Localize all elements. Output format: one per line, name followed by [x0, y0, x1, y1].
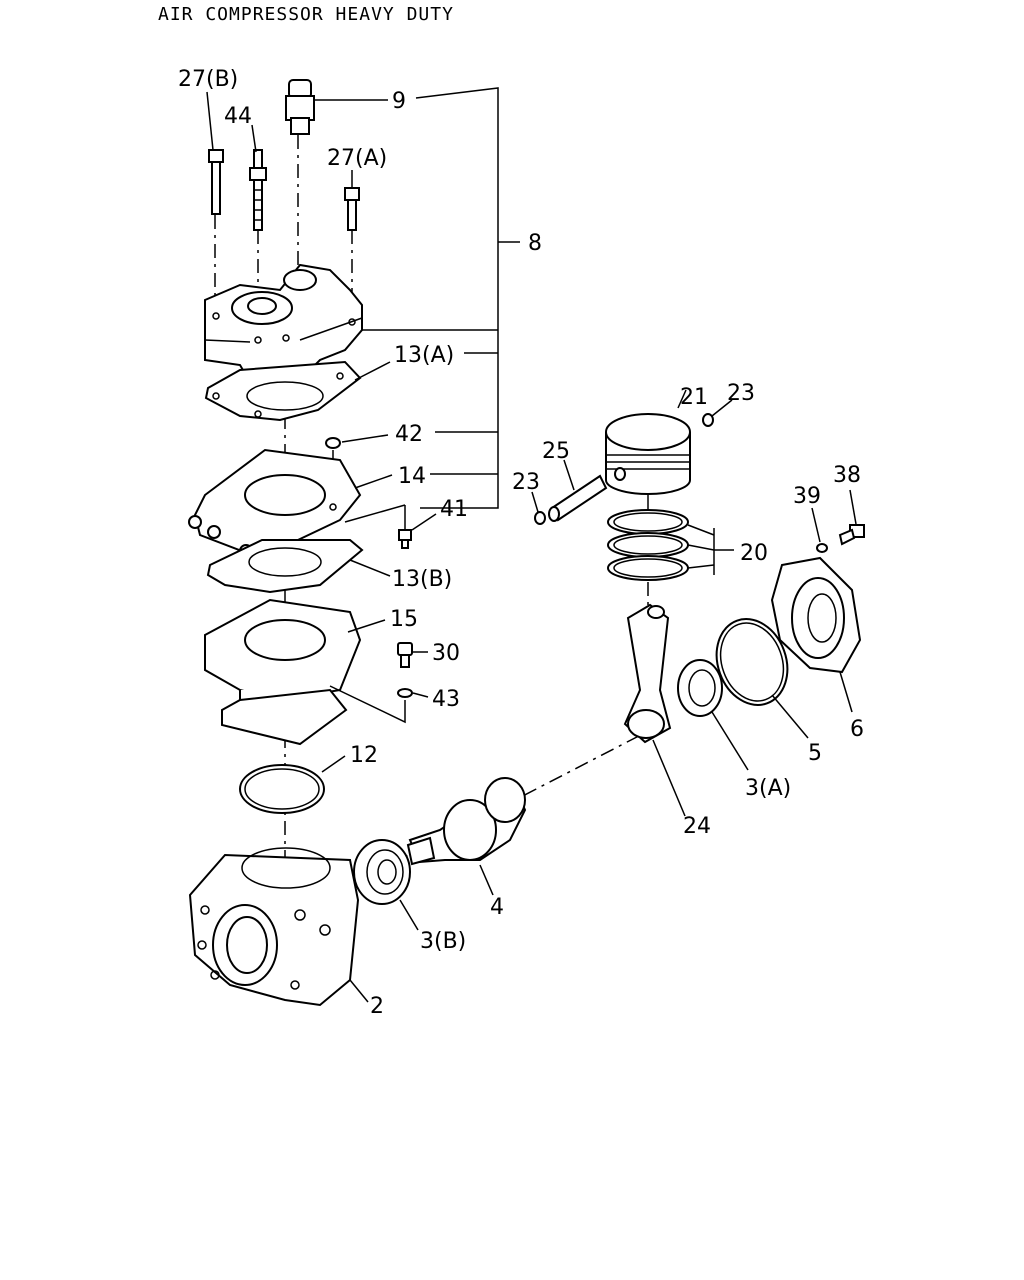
- gasket-13b-part: [206, 539, 364, 594]
- label-27b: 27(B): [178, 67, 238, 92]
- piston-21-part: [605, 413, 691, 495]
- bolt-30-part: [397, 642, 413, 668]
- bolt-38-part: [838, 524, 865, 546]
- washer-43-part: [397, 688, 413, 698]
- label-41: 41: [440, 497, 468, 522]
- cylinder-15-part: [204, 598, 362, 746]
- label-12: 12: [350, 743, 378, 768]
- label-3a: 3(A): [745, 776, 791, 801]
- label-14: 14: [398, 464, 426, 489]
- crankshaft-4-part: [406, 777, 527, 866]
- label-15: 15: [390, 607, 418, 632]
- label-20: 20: [740, 541, 768, 566]
- gasket-13a-part: [204, 360, 362, 422]
- screw-41-part: [398, 529, 412, 549]
- label-3b: 3(B): [420, 929, 466, 954]
- label-9: 9: [392, 89, 406, 114]
- label-30: 30: [432, 641, 460, 666]
- label-2: 2: [370, 994, 384, 1019]
- piston-rings-20-part: [607, 509, 689, 581]
- o-ring-5-part: [715, 618, 789, 706]
- label-4: 4: [490, 895, 504, 920]
- diagram-title: AIR COMPRESSOR HEAVY DUTY: [158, 4, 454, 25]
- washer-42-part: [325, 437, 341, 449]
- label-6: 6: [850, 717, 864, 742]
- label-42: 42: [395, 422, 423, 447]
- label-24: 24: [683, 814, 711, 839]
- snap-ring-23-top-part: [702, 413, 714, 427]
- bolt-27a-part: [344, 187, 360, 231]
- label-8: 8: [528, 231, 542, 256]
- bolt-27b-part: [208, 149, 224, 215]
- bearing-3a-part: [677, 659, 723, 717]
- piston-pin-25-part: [548, 474, 608, 522]
- crankcase-2-part: [188, 847, 360, 1007]
- label-43: 43: [432, 687, 460, 712]
- label-38: 38: [833, 463, 861, 488]
- end-cover-6-part: [770, 556, 862, 674]
- label-21: 21: [680, 385, 708, 410]
- label-13a: 13(A): [394, 343, 454, 368]
- snap-ring-23-left-part: [534, 511, 546, 525]
- label-23-left: 23: [512, 470, 540, 495]
- label-23-top: 23: [727, 381, 755, 406]
- label-13b: 13(B): [392, 567, 452, 592]
- o-ring-12-part: [239, 764, 325, 814]
- bearing-3b-part: [353, 839, 411, 905]
- label-25: 25: [542, 439, 570, 464]
- label-27a: 27(A): [327, 146, 387, 171]
- leader-lines: [206, 87, 857, 1003]
- label-5: 5: [808, 741, 822, 766]
- label-39: 39: [793, 484, 821, 509]
- stud-44-part: [249, 149, 267, 231]
- label-44: 44: [224, 104, 252, 129]
- valve-plate-14-part: [188, 448, 362, 560]
- connecting-rod-24-part: [623, 603, 672, 744]
- washer-39-part: [816, 543, 828, 553]
- unloader-valve-part: [285, 79, 315, 135]
